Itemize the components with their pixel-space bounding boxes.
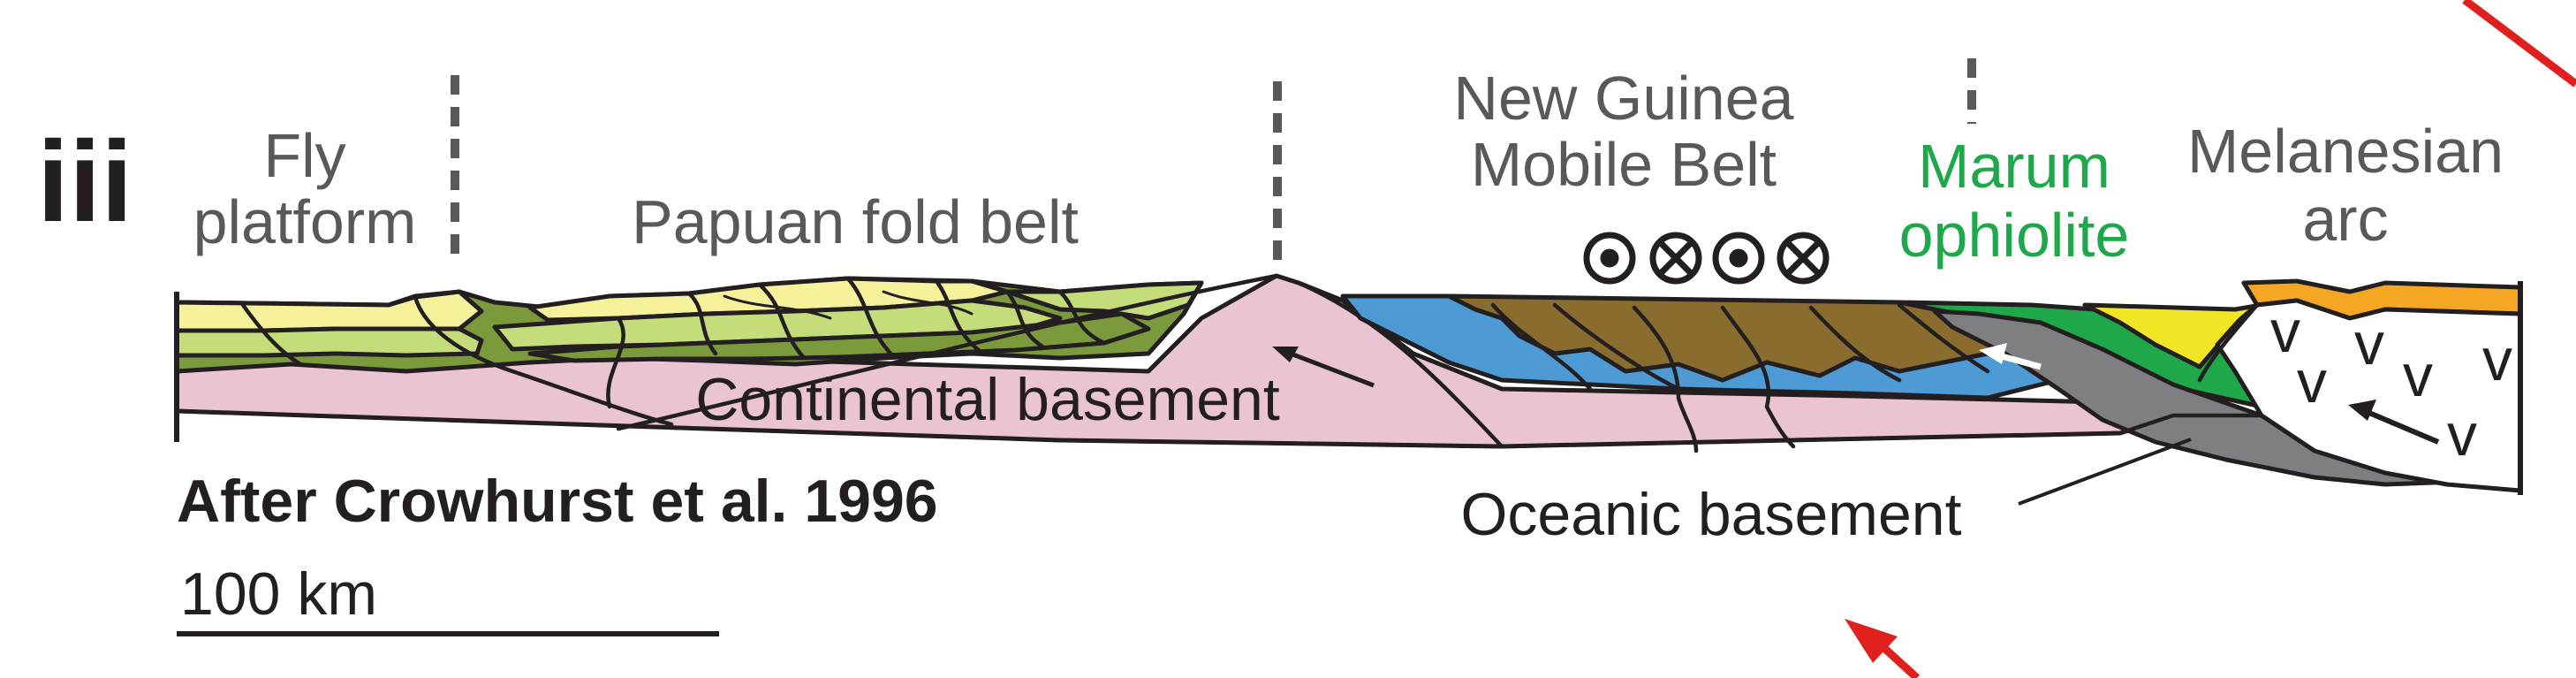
arc-v-symbol: v [2297,348,2327,415]
arc-motion-arrow-icon [2348,400,2440,445]
fold-trace [882,290,974,316]
ngmb-fault [1490,302,1593,392]
into-page-icon [1777,232,1830,285]
svg-text:platform: platform [193,187,417,256]
svg-text:Mobile Belt: Mobile Belt [1471,130,1777,199]
ngmb-fault [1632,305,1699,453]
slab-motion-arrow-icon [1979,343,2042,370]
label-fly-platform: Fly platform [193,121,417,256]
label-new-guinea-mobile-belt: New Guinea Mobile Belt [1453,64,1793,199]
svg-text:Marum: Marum [1918,132,2110,201]
arc-v-symbol: v [2482,326,2512,393]
arc-v-symbols: v v v v v v [2270,298,2512,469]
motion-symbols [1583,232,1830,285]
out-of-page-icon [1712,232,1765,285]
scale-bar-label: 100 km [180,560,377,628]
ngmb-fault [1897,302,1990,374]
ngmb-fault [1552,302,1681,392]
red-arrow-bottom-icon [1845,619,1921,678]
fold-belt-green-2 [527,311,1151,363]
thrust-fault [413,294,674,427]
arc-v-symbol: v [2270,298,2300,365]
citation: After Crowhurst et al. 1996 [177,468,938,535]
thrust-fault [757,282,807,361]
svg-text:Melanesian: Melanesian [2187,117,2504,186]
arc-v-symbol: v [2354,310,2384,377]
svg-text:New Guinea: New Guinea [1453,64,1793,133]
arc-fault [2197,302,2260,383]
thrust-fault [240,302,303,367]
arc-v-symbol: v [2403,342,2433,409]
label-continental-basement: Continental basement [695,366,1280,433]
out-of-page-icon [1583,232,1636,285]
thrust-fault [1004,289,1045,349]
ngmb-fault [1720,305,1796,449]
panel-label: iii [37,117,133,246]
arc-v-symbol: v [2447,401,2477,469]
thrust-fault [606,316,625,409]
svg-text:ophiolite: ophiolite [1899,201,2130,270]
basement-thrust [1296,280,1504,449]
thrust-fault [845,276,895,358]
label-oceanic-basement: Oceanic basement [1461,481,1962,548]
red-arrow-top-right [2462,0,2576,88]
light-green-band-1 [174,326,484,358]
section-base-line [174,408,2264,449]
basement-thrust [616,273,1279,431]
label-papuan-fold-belt: Papuan fold belt [632,187,1079,256]
thrust-fault [686,291,718,356]
fold-trace [723,294,832,320]
svg-text:arc: arc [2302,185,2388,254]
svg-text:Fly: Fly [263,121,345,190]
thrust-arrow-icon [1272,347,1375,388]
ngmb-fault [1808,305,1902,383]
arc-yellow-unit [2082,302,2264,369]
label-marum-ophiolite: Marum ophiolite [1899,132,2130,270]
into-page-icon [1649,232,1702,285]
label-melanesian-arc: Melanesian arc [2187,117,2504,254]
leader-line-oceanic [2018,438,2192,506]
cross-section: v v v v v v [174,273,2523,495]
light-yellow-strata [174,289,484,333]
